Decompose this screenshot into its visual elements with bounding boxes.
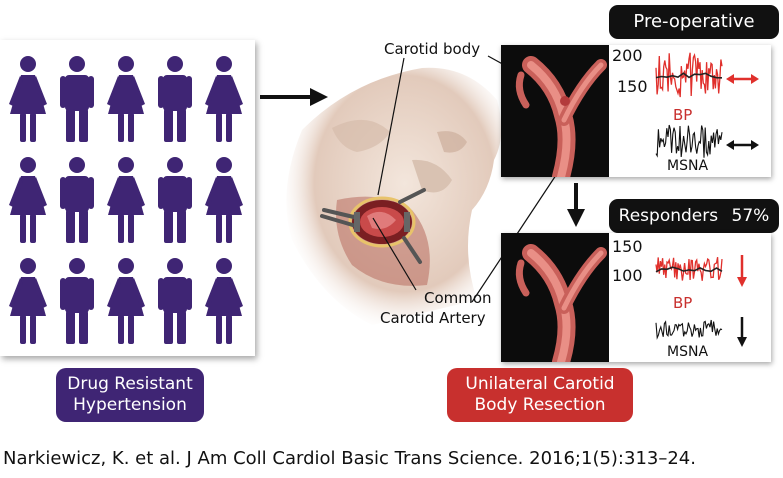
bp-tick-top: 200 xyxy=(612,46,643,65)
female-figure-icon xyxy=(107,157,145,243)
drug-resistant-hypertension-label: Drug Resistant Hypertension xyxy=(56,368,204,422)
bp-trace xyxy=(655,52,723,98)
carotid-body-node xyxy=(560,96,570,106)
carotid-artery-image xyxy=(515,56,607,186)
post-msna-label: MSNA xyxy=(667,344,709,360)
female-figure-icon xyxy=(9,157,47,243)
double-arrow-red-icon xyxy=(726,74,759,84)
responders-badge: Responders 57% xyxy=(609,199,779,233)
citation: Narkiewicz, K. et al. J Am Coll Cardiol … xyxy=(3,448,696,469)
female-figure-icon xyxy=(9,258,47,344)
female-figure-icon xyxy=(205,56,243,142)
pre-operative-panel: 200 150 BP MSNA xyxy=(501,45,771,186)
male-figure-icon xyxy=(158,258,192,344)
patient-population-panel xyxy=(0,40,255,356)
carotid-body-label: Carotid body xyxy=(384,40,481,58)
bp-signal-line-post-mean xyxy=(655,266,723,273)
msna-signal-line-post xyxy=(655,319,723,340)
carotid-body-resection-label: Unilateral Carotid Body Resection xyxy=(447,368,633,422)
common-carotid-label-line2: Carotid Artery xyxy=(380,309,486,327)
male-figure-icon xyxy=(60,258,94,344)
common-carotid-label-line1: Common xyxy=(424,289,492,307)
responders-label: Responders xyxy=(618,206,719,226)
female-figure-icon xyxy=(107,258,145,344)
down-arrow-red-icon xyxy=(737,255,747,287)
down-arrow-icon xyxy=(567,183,585,227)
bp-signal-line-mean xyxy=(655,72,723,79)
responders-artery-view xyxy=(501,233,609,371)
right-arrow-icon xyxy=(260,88,328,106)
msna-trace-post xyxy=(655,319,723,340)
bp-trace-post xyxy=(655,256,723,281)
msna-signal-line xyxy=(655,124,723,158)
bp-signal-line-post xyxy=(655,256,723,281)
male-figure-icon xyxy=(60,56,94,142)
double-arrow-black-icon xyxy=(726,140,759,150)
responders-percent: 57% xyxy=(731,206,770,226)
male-figure-icon xyxy=(158,56,192,142)
male-figure-icon xyxy=(158,157,192,243)
female-figure-icon xyxy=(107,56,145,142)
female-figure-icon xyxy=(205,258,243,344)
msna-trace xyxy=(655,124,723,158)
pre-msna-label: MSNA xyxy=(667,158,709,174)
bp-tick-bottom-post: 100 xyxy=(612,266,643,285)
drug-resistant-line2: Hypertension xyxy=(73,395,187,415)
resection-line1: Unilateral Carotid xyxy=(465,374,615,394)
responders-traces xyxy=(655,255,747,347)
drug-resistant-line1: Drug Resistant xyxy=(67,374,193,394)
pre-operative-badge: Pre-operative xyxy=(609,5,779,39)
bp-tick-bottom: 150 xyxy=(617,77,648,96)
male-figure-icon xyxy=(60,157,94,243)
bp-tick-top-post: 150 xyxy=(612,237,643,256)
post-bp-label: BP xyxy=(673,294,693,312)
pre-bp-label: BP xyxy=(673,106,693,124)
pre-operative-traces xyxy=(655,52,759,158)
female-figure-icon xyxy=(9,56,47,142)
patient-figures-grid xyxy=(9,56,243,344)
pre-operative-artery-view xyxy=(501,45,609,186)
carotid-artery-image-post xyxy=(515,244,607,371)
responders-panel: 150 100 BP MSNA xyxy=(501,233,771,371)
bp-signal-line xyxy=(655,52,723,98)
female-figure-icon xyxy=(205,157,243,243)
down-arrow-black-icon xyxy=(737,317,747,347)
resection-line2: Body Resection xyxy=(474,395,606,415)
